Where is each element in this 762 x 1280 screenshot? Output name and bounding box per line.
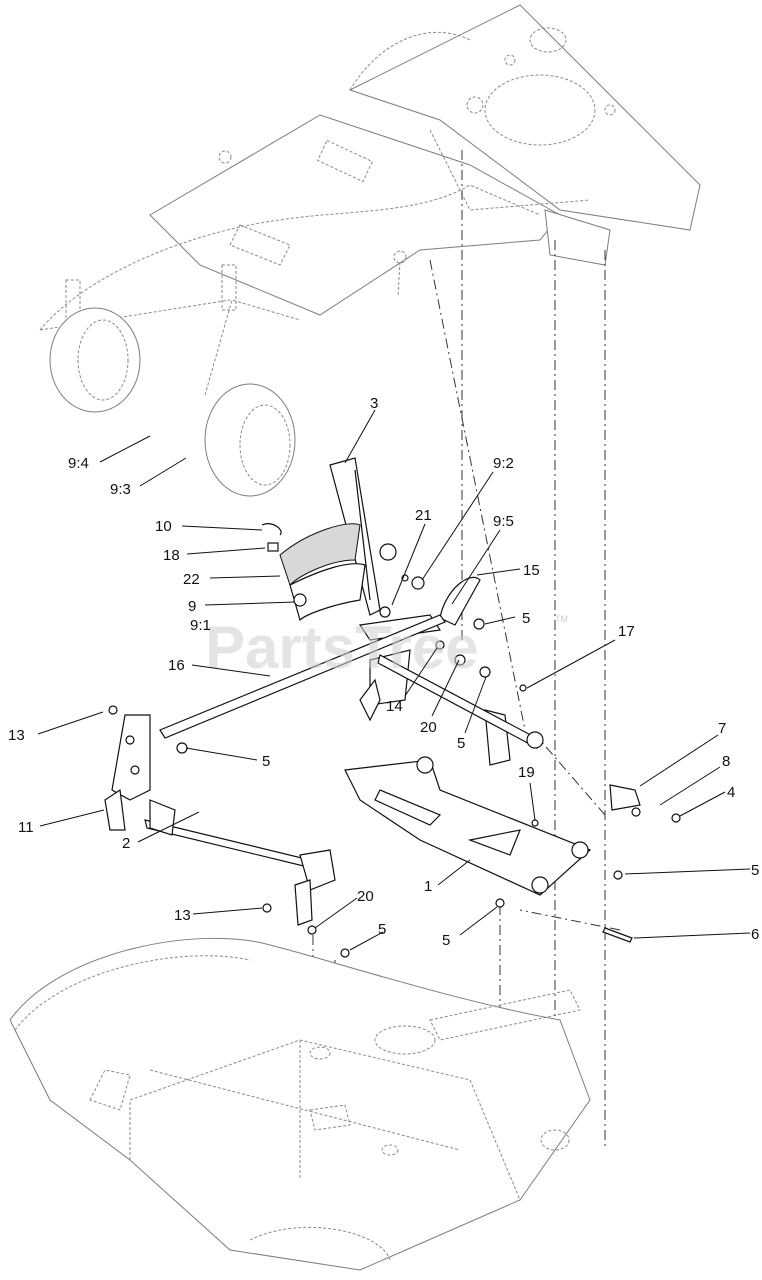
watermark-text: PartsTree	[205, 614, 479, 681]
watermark-trademark: TM	[555, 614, 568, 624]
left-lift-assembly	[104, 705, 336, 935]
mower-deck-ghost	[9, 937, 591, 1271]
callout-4: 4	[727, 784, 735, 801]
callout-21: 21	[415, 507, 432, 524]
callout-20-a: 20	[420, 719, 437, 736]
callout-9-4: 9:4	[68, 455, 89, 472]
callout-13-a: 13	[8, 727, 25, 744]
callout-9-2: 9:2	[493, 455, 514, 472]
callout-3: 3	[370, 395, 378, 412]
callout-11: 11	[18, 819, 34, 836]
callout-9-3: 9:3	[110, 481, 131, 498]
callout-5-b: 5	[457, 735, 465, 752]
callout-17: 17	[618, 623, 635, 640]
callout-5-c: 5	[262, 753, 270, 770]
callout-9-1: 9:1	[190, 617, 211, 634]
callout-16: 16	[168, 657, 185, 674]
callout-2: 2	[122, 835, 130, 852]
callout-5-e: 5	[442, 932, 450, 949]
callout-1: 1	[424, 878, 432, 895]
callout-15: 15	[523, 562, 540, 579]
callout-19: 19	[518, 764, 535, 781]
mower-frame-ghost	[39, 4, 701, 497]
lift-arm-1	[340, 654, 681, 958]
callout-22: 22	[183, 571, 200, 588]
callouts: 3 9:4 9:3 9:2 21 9:5 10 15 18 22 9 5 9:1…	[8, 395, 759, 949]
callout-13-b: 13	[174, 907, 191, 924]
callout-10: 10	[155, 518, 172, 535]
callout-5-f: 5	[378, 921, 386, 938]
rod-16	[159, 614, 446, 739]
callout-18: 18	[163, 547, 180, 564]
callout-9: 9	[188, 598, 196, 615]
callout-14: 14	[386, 698, 403, 715]
callout-5-a: 5	[522, 610, 530, 627]
callout-5-d: 5	[751, 862, 759, 879]
callout-9-5: 9:5	[493, 513, 514, 530]
callout-6: 6	[751, 926, 759, 943]
callout-7: 7	[718, 720, 726, 737]
leader-lines	[37, 409, 751, 951]
callout-8: 8	[722, 753, 730, 770]
callout-20-b: 20	[357, 888, 374, 905]
watermark: PartsTree TM	[205, 614, 568, 681]
